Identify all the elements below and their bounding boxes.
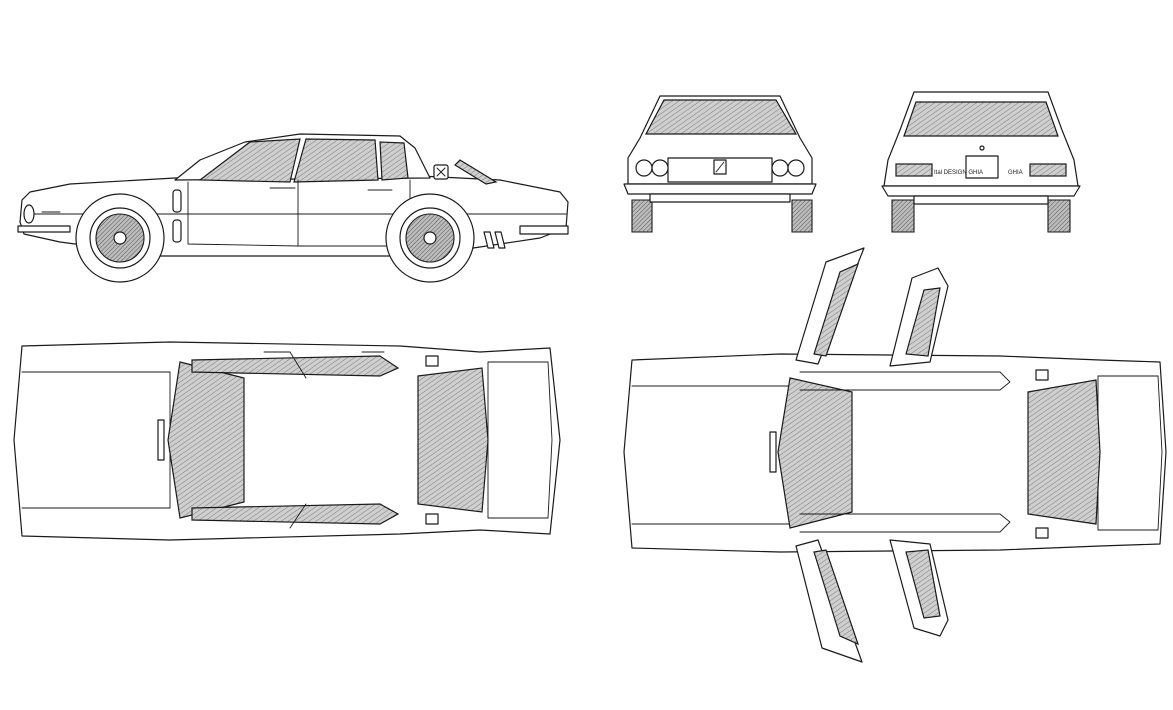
rear-badge-left: Ital DESIGN GHIA [934, 170, 983, 176]
rear-wheel [385, 193, 475, 283]
top-view-doors-open [623, 247, 1167, 663]
crest-emblem-icon [425, 355, 439, 367]
license-plate [965, 155, 999, 179]
crest-emblem-icon [425, 513, 439, 525]
wheel-hub-icon [423, 231, 437, 245]
wheel-hub-icon [113, 231, 127, 245]
front-view [623, 95, 817, 233]
rear-badge-right: GHIA [1008, 170, 1023, 176]
side-view [17, 133, 569, 283]
top-view-closed [13, 341, 561, 541]
rear-view: Ital DESIGN GHIA GHIA [881, 91, 1081, 233]
front-wheel [75, 193, 165, 283]
crest-emblem-icon [1035, 527, 1049, 539]
crest-emblem-icon [1035, 369, 1049, 381]
